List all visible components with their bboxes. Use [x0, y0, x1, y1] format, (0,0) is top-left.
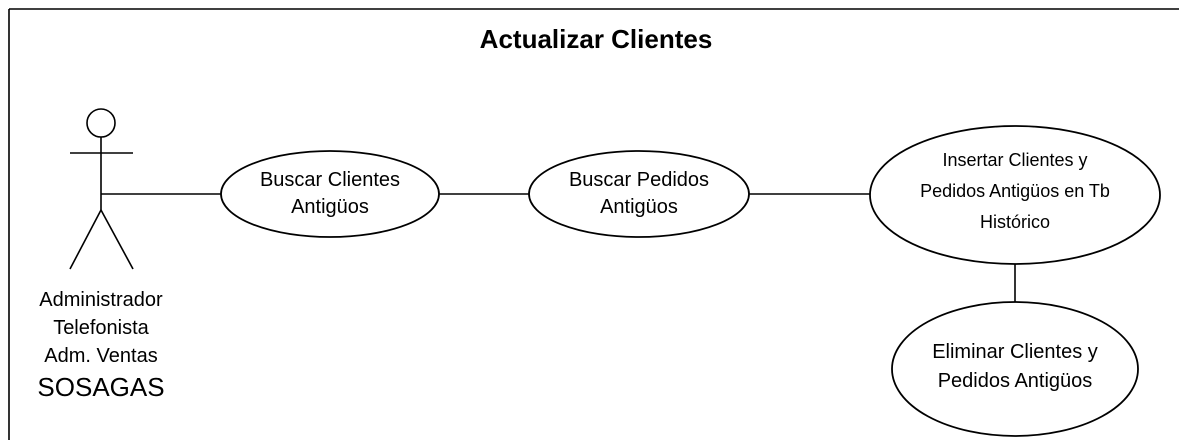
use-case-ellipse: [869, 125, 1161, 265]
use-case-insertar: Insertar Clientes y Pedidos Antigüos en …: [869, 125, 1161, 265]
actor-right-leg: [100, 209, 134, 270]
use-case-ellipse: [220, 150, 440, 238]
use-case-eliminar: Eliminar Clientes y Pedidos Antigüos: [891, 301, 1139, 437]
actor-system-label: SOSAGAS: [37, 372, 164, 402]
use-case-label-line: Insertar Clientes y: [942, 150, 1087, 170]
actor-label-2: Telefonista: [53, 317, 149, 339]
use-case-ellipse: [891, 301, 1139, 437]
use-case-label-line: Histórico: [980, 212, 1050, 232]
use-case-label-line: Antigüos: [291, 196, 369, 218]
use-case-buscar-pedidos: Buscar Pedidos Antigüos: [528, 150, 750, 238]
use-case-label-line: Pedidos Antigüos en Tb: [920, 181, 1110, 201]
use-case-label-line: Eliminar Clientes y: [932, 341, 1098, 363]
actor-label-3: Adm. Ventas: [44, 345, 157, 367]
diagram-title: Actualizar Clientes: [480, 24, 713, 54]
use-case-buscar-clientes: Buscar Clientes Antigüos: [220, 150, 440, 238]
use-case-label-line: Antigüos: [600, 196, 678, 218]
actor-label-1: Administrador: [39, 289, 163, 311]
actor-left-leg: [69, 209, 102, 270]
use-case-label-line: Buscar Clientes: [260, 169, 400, 191]
use-case-label-line: Pedidos Antigüos: [938, 370, 1093, 392]
actor-head: [86, 108, 116, 138]
actor-figure: [69, 108, 134, 270]
use-case-label-line: Buscar Pedidos: [569, 169, 709, 191]
use-case-ellipse: [528, 150, 750, 238]
